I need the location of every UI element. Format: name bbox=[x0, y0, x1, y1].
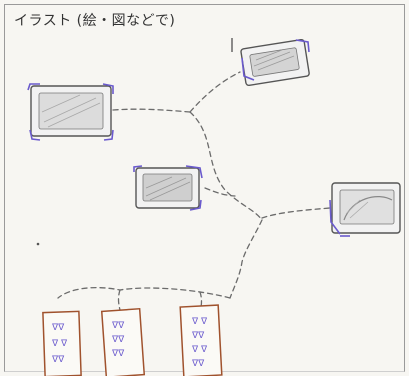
line-books bbox=[57, 286, 231, 299]
connection-lines bbox=[57, 71, 331, 313]
line-right-screen bbox=[261, 207, 331, 219]
line-center-screen bbox=[204, 187, 236, 197]
screen-right bbox=[329, 182, 401, 237]
screen-center bbox=[133, 165, 203, 211]
svg-text:ᐁ ᐁ: ᐁ ᐁ bbox=[52, 339, 68, 349]
svg-text:ᐁᐁ: ᐁᐁ bbox=[112, 335, 125, 345]
line-main-trunk bbox=[189, 111, 263, 221]
svg-text:ᐁ ᐁ: ᐁ ᐁ bbox=[192, 317, 208, 327]
line-down-trunk bbox=[229, 219, 263, 299]
line-left-screen bbox=[112, 108, 191, 113]
svg-text:ᐁ ᐁ: ᐁ ᐁ bbox=[192, 345, 208, 355]
svg-text:ᐁᐁ: ᐁᐁ bbox=[52, 323, 65, 333]
book-1: ᐁᐁ ᐁ ᐁ ᐁᐁ bbox=[42, 310, 82, 376]
svg-text:ᐁᐁ: ᐁᐁ bbox=[192, 359, 205, 369]
screen-top-right bbox=[231, 38, 310, 87]
svg-text:ᐁᐁ: ᐁᐁ bbox=[112, 349, 125, 359]
page-title: イラスト (絵・図などで) bbox=[14, 13, 176, 29]
screen-left bbox=[27, 83, 114, 141]
svg-text:ᐁᐁ: ᐁᐁ bbox=[52, 355, 65, 365]
line-book-2 bbox=[117, 289, 121, 311]
svg-text:ᐁᐁ: ᐁᐁ bbox=[192, 331, 205, 341]
book-3: ᐁ ᐁ ᐁᐁ ᐁ ᐁ ᐁᐁ bbox=[179, 304, 223, 376]
book-2: ᐁᐁ ᐁᐁ ᐁᐁ bbox=[100, 307, 146, 376]
line-top-screen bbox=[189, 71, 241, 113]
stray-dot bbox=[36, 242, 40, 246]
svg-text:ᐁᐁ: ᐁᐁ bbox=[112, 321, 125, 331]
